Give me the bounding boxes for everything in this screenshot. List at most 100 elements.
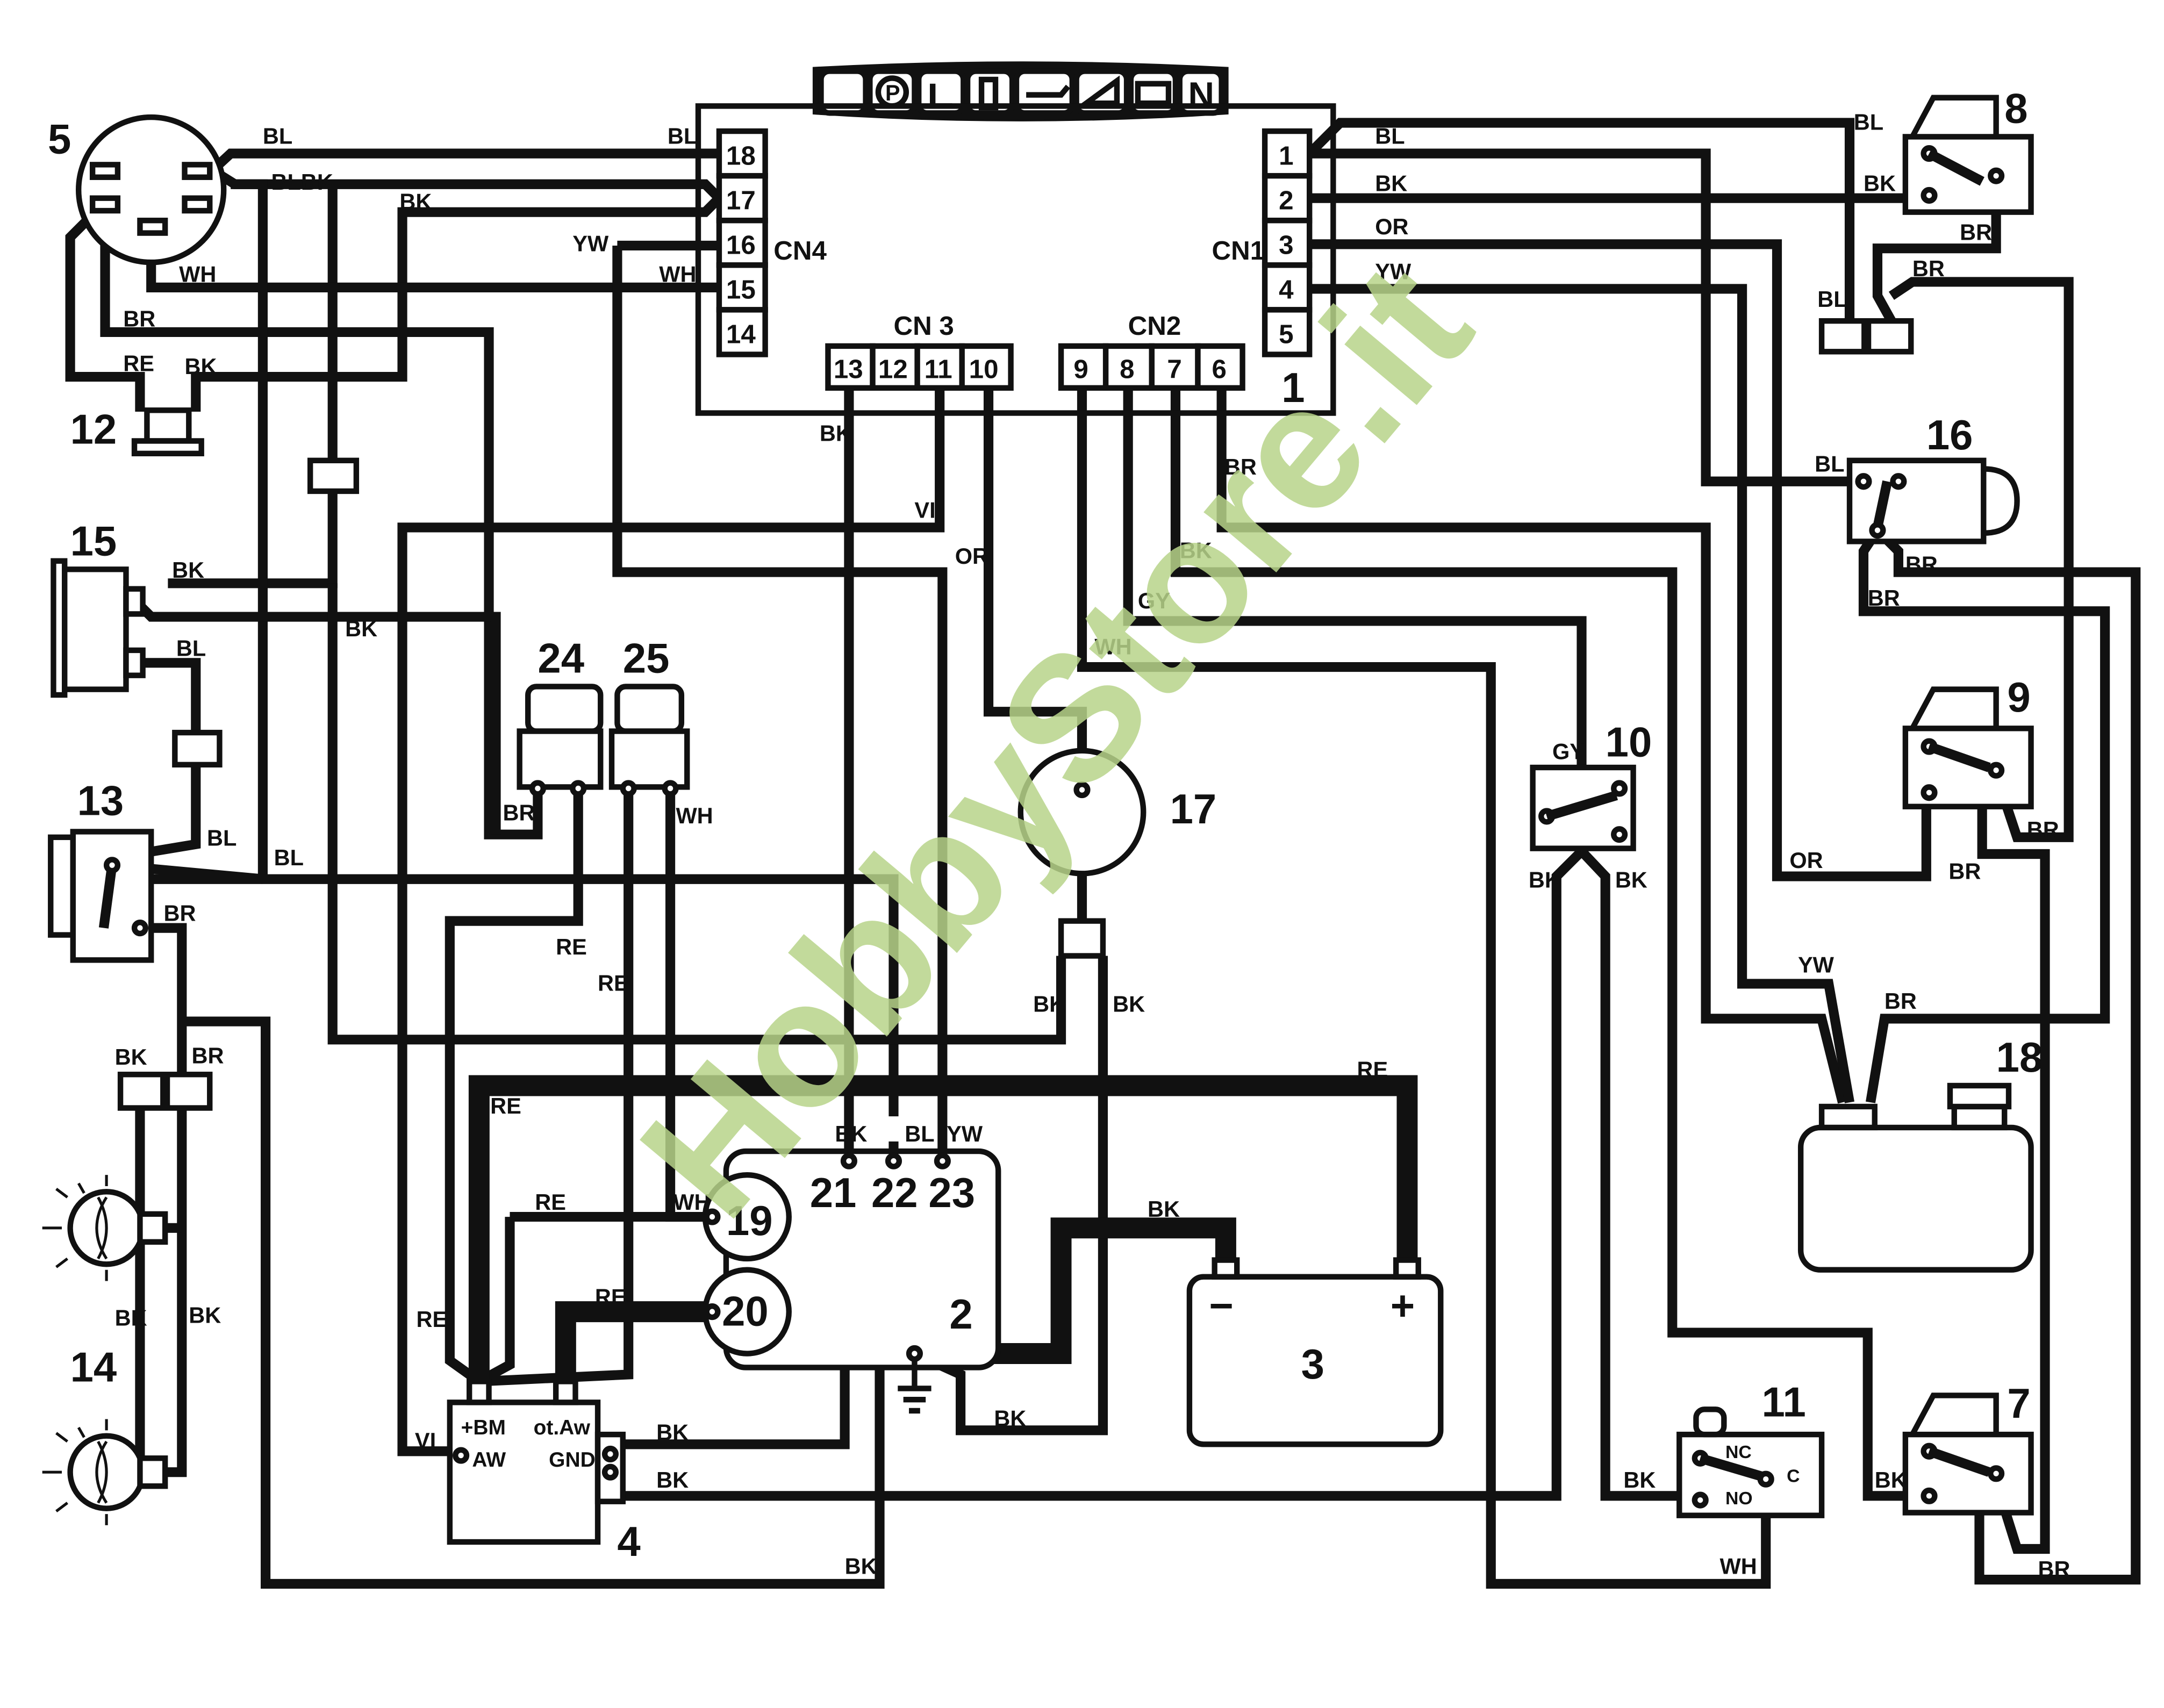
lamps-14: 14 xyxy=(42,1175,168,1525)
wire-label: BL xyxy=(905,1121,934,1146)
wire-label: BL xyxy=(1817,286,1847,312)
cn1-pin-3: 3 xyxy=(1279,231,1293,260)
wire-label: OR xyxy=(955,543,988,569)
component-2: 19 20 21 22 23 2 xyxy=(702,1148,1001,1414)
switch-11: NC NO C 11 xyxy=(1676,1378,1825,1518)
key-switch-5: 5 xyxy=(48,114,227,265)
component-number-2: 2 xyxy=(949,1290,972,1338)
wire-label: BL xyxy=(1854,109,1883,134)
wire-5-wh xyxy=(146,226,719,292)
wire-label: BK xyxy=(399,189,432,214)
wire-label: BK xyxy=(1033,991,1065,1016)
wire-cn1-4-yw xyxy=(1309,284,1854,1103)
wire-cn3-11-vi xyxy=(397,387,945,1456)
switch11-c: C xyxy=(1787,1466,1800,1486)
component-13: 13 xyxy=(48,777,154,963)
wire-cn1-1-bl xyxy=(1306,118,1855,321)
wire-label: BK xyxy=(115,1305,147,1331)
component-number-21: 21 xyxy=(810,1169,857,1216)
component-number-15: 15 xyxy=(70,517,117,564)
wire-label: BR xyxy=(191,1043,224,1068)
component-number-3: 3 xyxy=(1301,1340,1324,1388)
wire-label: BL xyxy=(176,635,206,661)
cn2-pin-9: 9 xyxy=(1073,355,1088,384)
dashboard-panel: P N xyxy=(812,61,1229,121)
wire-label: YW xyxy=(572,231,609,256)
wire-cn3-10-or xyxy=(983,387,1087,781)
cable-re-20 xyxy=(555,1301,710,1382)
wire-17-bk xyxy=(327,583,1066,1045)
wire-label: WH xyxy=(179,261,216,286)
component-number-4: 4 xyxy=(617,1518,640,1565)
component-number-22: 22 xyxy=(871,1169,918,1216)
connector-cn1: 1 2 3 4 5 CN1 xyxy=(1212,128,1313,357)
module4-bm: +BM xyxy=(461,1416,506,1439)
component-number-10: 10 xyxy=(1606,718,1652,765)
inline-connector-13 xyxy=(172,729,223,768)
wire-label: BL xyxy=(263,123,292,148)
wire-15-bl xyxy=(134,658,201,733)
component-number-1: 1 xyxy=(1281,364,1305,411)
wire-5-bl xyxy=(209,148,719,174)
component-number-24: 24 xyxy=(538,634,584,681)
wire-label: BR xyxy=(2027,817,2059,842)
wire-label: BR xyxy=(1948,859,1981,884)
controller-body xyxy=(695,103,1336,416)
component-18: 18 xyxy=(1797,1034,2043,1273)
battery-3: − + 3 xyxy=(1186,1257,1444,1447)
wire-label: VI xyxy=(415,1428,436,1453)
wire-cn2-6-br xyxy=(1216,387,1847,1104)
wire-label: BK xyxy=(845,1554,877,1579)
cn2-pin-7: 7 xyxy=(1167,355,1181,384)
wire-label: BK xyxy=(835,1121,867,1146)
wire-12-bk xyxy=(191,195,723,412)
component-number-14: 14 xyxy=(70,1343,117,1390)
wire-label: BR xyxy=(503,800,535,826)
wire-label: BK xyxy=(115,1044,147,1070)
wire-label: BR xyxy=(2038,1556,2070,1582)
wire-label: BK xyxy=(820,420,852,446)
wire-label: BL xyxy=(207,825,237,850)
wire-cn2-8-gy xyxy=(1123,387,1587,781)
wire-label: BL xyxy=(668,123,697,148)
component-number-12: 12 xyxy=(70,406,117,453)
wire-label: YW xyxy=(1375,259,1411,284)
wire-cn2-7-bk xyxy=(1170,387,1926,1501)
wire-label: BK xyxy=(189,1302,221,1327)
wire-label: BK xyxy=(656,1419,689,1445)
wire-25-re xyxy=(478,788,634,1387)
module-4: +BM ot.Aw AW GND 4 xyxy=(447,1379,641,1565)
wire-bl-blbk xyxy=(231,179,268,879)
wire-label: BR xyxy=(1912,256,1945,281)
wire-label: WH xyxy=(673,1189,710,1215)
wire-label: BLBK xyxy=(271,169,333,195)
wire-label: RE xyxy=(556,934,587,959)
battery-minus: − xyxy=(1209,1282,1233,1329)
module4-gnd: GND xyxy=(549,1448,596,1472)
wire-label: BL xyxy=(274,845,304,870)
wire-label: BR xyxy=(164,901,196,926)
wire-label: WH xyxy=(1720,1554,1757,1579)
wire-label: BK xyxy=(1180,538,1212,563)
wire-label: RE xyxy=(123,351,154,376)
wire-label: YW xyxy=(947,1121,983,1146)
wire-16-br xyxy=(1858,527,2110,1103)
wire-label: BL xyxy=(1815,451,1844,477)
wire-label: GY xyxy=(1552,738,1585,764)
wire-label: BK xyxy=(1623,1467,1656,1492)
wire-label: BK xyxy=(1375,171,1407,196)
wire-label: RE xyxy=(598,970,629,995)
component-15: 15 xyxy=(51,517,146,698)
wire-cn1-1-bl2 xyxy=(1309,148,1864,486)
wire-label: BR xyxy=(123,306,155,332)
component-number-8: 8 xyxy=(2004,84,2027,132)
wire-8-br xyxy=(1872,178,2001,324)
component-number-25: 25 xyxy=(623,634,670,681)
wire-label: BR xyxy=(1905,552,1938,577)
module4-aw: AW xyxy=(472,1448,506,1472)
component-number-23: 23 xyxy=(928,1169,975,1216)
wire-label: WH xyxy=(659,261,696,286)
cn2-label: CN2 xyxy=(1128,311,1181,341)
wire-label: BR xyxy=(1884,988,1917,1014)
wire-24-br xyxy=(100,209,543,839)
